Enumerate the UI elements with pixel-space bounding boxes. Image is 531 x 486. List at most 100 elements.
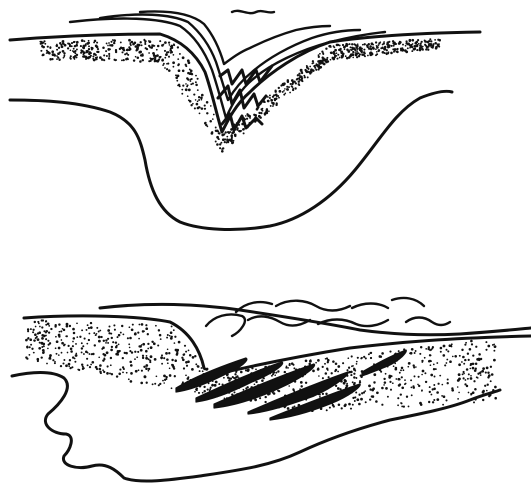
stipple-dot [458,373,461,376]
stipple-dot [58,347,61,350]
stipple-dot [165,352,168,355]
stipple-dot [41,342,44,345]
stipple-dot [291,79,294,82]
stipple-dot [189,80,191,82]
stipple-dot [243,132,245,134]
stipple-dot [29,338,32,341]
stipple-dot [71,42,73,44]
stipple-dot [411,394,413,396]
stipple-dot [33,352,35,354]
stipple-dot [117,350,120,353]
stipple-dot [393,365,395,367]
stipple-dot [118,344,120,346]
stipple-dot [111,373,113,375]
stipple-dot [99,56,102,59]
stipple-dot [215,130,217,132]
stipple-dot [136,356,138,358]
stipple-dot [274,374,276,376]
stipple-dot [466,368,469,371]
stipple-dot [417,39,419,41]
stipple-dot [240,130,242,132]
stipple-dot [333,45,335,47]
stipple-dot [482,391,485,394]
stipple-dot [130,364,133,367]
stipple-dot [442,384,444,386]
stipple-dot [317,68,319,70]
stipple-dot [325,48,327,50]
stipple-dot [225,131,227,133]
stipple-dot [254,383,256,385]
stipple-dot [440,351,442,353]
stipple-dot [287,81,289,83]
stipple-dot [433,388,436,391]
stipple-dot [188,99,190,101]
stipple-dot [306,65,308,67]
stipple-dot [137,351,139,353]
stipple-dot [354,400,356,402]
stipple-dot [106,372,109,375]
stipple-dot [317,368,319,370]
stipple-dot [192,356,195,359]
stipple-dot [344,404,347,407]
stipple-dot [219,147,221,149]
stipple-dot [381,387,384,390]
stipple-dot [149,46,151,48]
stipple-dot [43,330,45,332]
stipple-dot [93,332,95,334]
stipple-dot [343,382,346,385]
stipple-dot [484,385,486,387]
stipple-dot [322,377,324,379]
lower-fold-wave-3 [248,316,310,325]
stipple-dot [144,43,146,45]
stipple-dot [493,350,495,352]
stipple-dot [88,48,90,50]
stipple-dot [173,66,175,68]
stipple-dot [274,99,276,101]
stipple-dot [435,368,437,370]
stipple-dot [169,44,171,46]
stipple-dot [149,361,151,363]
stipple-dot [339,44,341,46]
stipple-dot [215,381,218,384]
stipple-dot [351,355,353,357]
stipple-dot [142,357,144,359]
stipple-dot [58,334,61,337]
stipple-dot [358,403,361,406]
stipple-dot [70,55,72,57]
stipple-dot [102,369,104,371]
stipple-dot [173,329,175,331]
stipple-dot [199,370,201,372]
stipple-dot [415,366,417,368]
stipple-dot [227,140,229,142]
stipple-dot [83,353,85,355]
stipple-dot [286,88,288,90]
stipple-dot [446,362,448,364]
stipple-dot [69,359,71,361]
stipple-dot [182,354,184,356]
stipple-dot [190,104,192,106]
stipple-dot [161,354,163,356]
stipple-dot [387,396,389,398]
stipple-dot [321,51,323,53]
stipple-dot [461,361,463,363]
stipple-dot [234,391,236,393]
stipple-dot [213,114,215,116]
stipple-dot [27,337,29,339]
stipple-dot [110,349,113,352]
stipple-dot [122,371,124,373]
stipple-dot [124,352,126,354]
stipple-dot [25,356,27,358]
stipple-dot [487,376,489,378]
stipple-dot [353,376,355,378]
stipple-dot [144,375,147,378]
stipple-dot [170,46,172,48]
stipple-dot [355,52,357,54]
lower-fold-wave-4 [276,301,350,311]
stipple-dot [394,368,396,370]
stipple-dot [470,340,473,343]
stipple-dot [330,59,332,61]
stipple-dot [96,327,98,329]
stipple-dot [290,83,292,85]
stipple-dot [141,53,143,55]
stipple-dot [459,355,461,357]
